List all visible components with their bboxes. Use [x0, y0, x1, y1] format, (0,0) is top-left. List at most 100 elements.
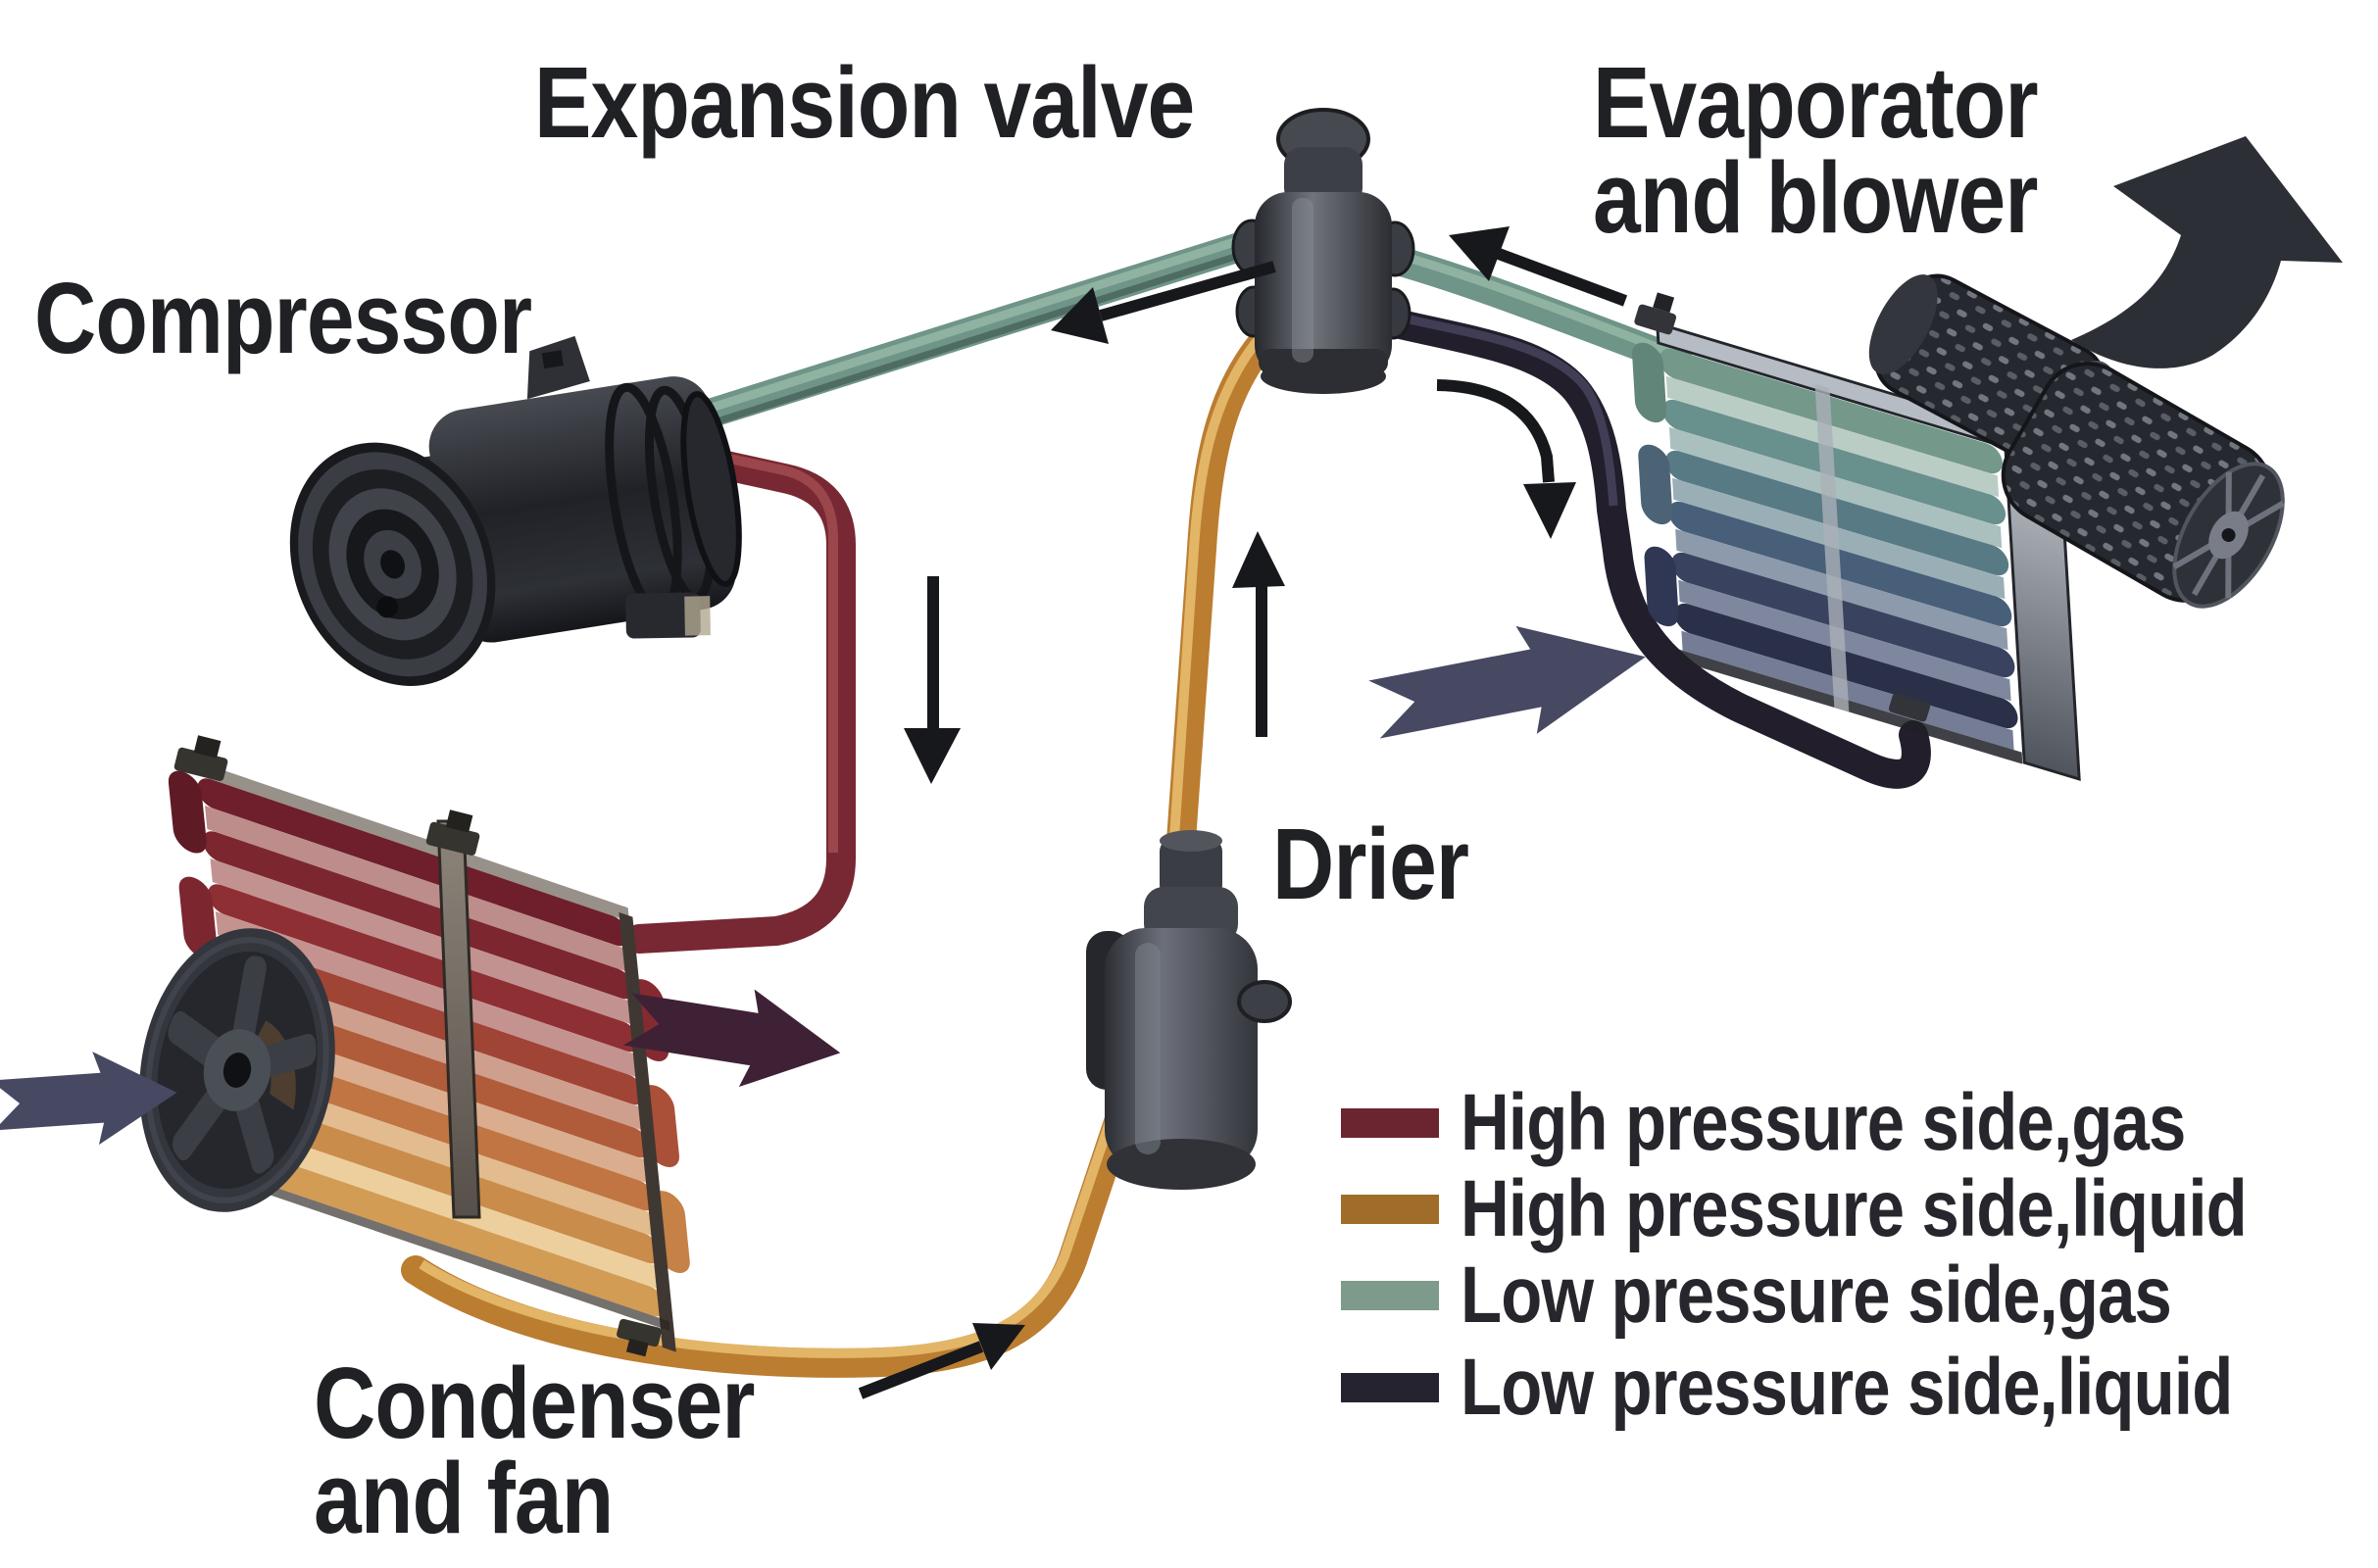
condenser-label-line1: Condenser — [314, 1347, 755, 1459]
evaporator-tube — [1661, 399, 2006, 525]
drier-highlight — [1135, 943, 1161, 1154]
legend-swatch-low-liquid — [1341, 1373, 1439, 1402]
valve-base-flange — [1261, 359, 1386, 394]
flow-arrows — [858, 248, 1628, 1399]
condenser-fan — [139, 928, 335, 1212]
pipe-high-pressure-gas — [624, 442, 856, 954]
arrowhead-icon — [904, 728, 961, 784]
legend-row: Low pressure side,liquid — [1341, 1343, 2378, 1432]
blower-drum-endcap — [1868, 274, 1938, 374]
legend-label: High pressure side,gas — [1461, 1078, 2186, 1167]
air-in-arrow-icon — [0, 1052, 177, 1146]
condenser-ubend — [178, 876, 218, 959]
fan-hub-hole — [223, 1053, 252, 1088]
cool-air-out-arrow-icon — [2071, 136, 2343, 368]
pipe-low-pressure-liquid — [1373, 307, 1931, 789]
legend-row: Low pressure side,gas — [1341, 1250, 2306, 1340]
drier-body — [1105, 928, 1258, 1171]
legend-row: High pressure side,gas — [1341, 1078, 2323, 1167]
drier-bottom — [1107, 1139, 1256, 1190]
condenser-tube — [197, 778, 629, 947]
legend-swatch-high-liquid — [1341, 1195, 1439, 1224]
condenser-tube — [202, 831, 634, 1000]
flow-arrow-curved — [1436, 379, 1555, 483]
evaporator-tube — [1665, 450, 2009, 576]
evaporator-bracket — [1888, 693, 1931, 722]
condenser-fins — [205, 806, 627, 972]
evaporator-label-line1: Evaporator — [1593, 46, 2039, 159]
condenser-fins — [210, 858, 632, 1025]
evaporator-ubend — [1632, 342, 1666, 423]
condenser-label: Condenser and fan — [314, 1347, 755, 1554]
flow-arrowheads — [904, 226, 1576, 1370]
compressor-label: Compressor — [34, 262, 532, 374]
condenser-bracket — [173, 735, 228, 781]
condenser-bracket — [617, 1318, 662, 1357]
flow-arrow-to-compressor — [1099, 261, 1276, 321]
drier-neck — [1160, 838, 1222, 899]
condenser-top-frame — [194, 760, 629, 922]
arrowhead-icon — [1449, 226, 1510, 281]
blower-hub-center — [2221, 528, 2236, 542]
evaporator-ubend — [1638, 444, 1673, 525]
expansion-valve-label: Expansion valve — [534, 46, 1195, 159]
condenser-label-line2: and fan — [314, 1441, 614, 1554]
valve-body — [1255, 192, 1392, 378]
evaporator-tube — [1659, 348, 2003, 474]
arrowhead-icon — [1232, 531, 1285, 588]
condenser-tube — [228, 1096, 661, 1264]
pipe-highlight — [419, 325, 1270, 1358]
pipe-shade — [678, 244, 1264, 437]
compressor-endcap — [680, 391, 742, 587]
condenser-ubend — [168, 770, 207, 854]
drier-port — [1237, 980, 1292, 1023]
evaporator-bottom-edge — [1676, 649, 2023, 764]
legend-label: High pressure side,liquid — [1461, 1164, 2248, 1253]
drier-label: Drier — [1272, 808, 1469, 920]
condenser-fins — [236, 1123, 659, 1290]
fan-rim-highlight — [145, 937, 329, 1203]
arrowhead-icon — [1051, 287, 1109, 344]
condenser-bracket — [425, 809, 480, 856]
pipe-highlight — [1382, 246, 1678, 360]
compressor-foot — [625, 592, 711, 639]
valve-neck — [1284, 147, 1362, 206]
evaporator-ubend — [1644, 546, 1679, 627]
pipe-highlight — [678, 228, 1264, 422]
compressor-unit — [289, 335, 742, 686]
hot-air-out-arrow-icon — [622, 989, 841, 1088]
condenser-fins — [231, 1070, 654, 1237]
condenser-tube — [208, 884, 640, 1053]
legend-swatch-high-gas — [1341, 1108, 1439, 1138]
legend-swatch-low-gas — [1341, 1281, 1439, 1310]
valve-highlight — [1292, 198, 1313, 363]
evaporator-label-line2: and blower — [1593, 140, 2038, 254]
condenser-bottom-edge — [235, 1174, 670, 1332]
blower-assembly — [1868, 273, 2285, 609]
blower-drum — [2001, 362, 2285, 609]
pipe-evap-to-compressor-left — [664, 224, 1279, 438]
legend-label: Low pressure side,liquid — [1461, 1343, 2233, 1432]
pipe-highlight — [1386, 310, 1618, 507]
legend-label: Low pressure side,gas — [1461, 1250, 2172, 1340]
condenser-fins — [215, 911, 638, 1078]
compressor-bracket — [526, 335, 590, 400]
condenser-right-edge — [619, 911, 676, 1352]
evaporator-tube — [1668, 501, 2012, 627]
flow-arrow-to-drier — [858, 1341, 984, 1399]
pipe-highlight — [686, 445, 838, 853]
evaporator-coil — [1632, 292, 2081, 781]
condenser-tube — [234, 1149, 667, 1317]
arrowhead-icon — [1523, 482, 1576, 539]
drier-unit — [1086, 830, 1292, 1190]
evaporator-label: Evaporator and blower — [1593, 46, 2039, 254]
condenser-coil — [168, 735, 690, 1357]
evaporator-support-bar — [1814, 384, 1850, 712]
arrowhead-icon — [972, 1323, 1025, 1370]
drier-neck-top — [1160, 830, 1222, 852]
pipe-valve-to-evaporator — [1373, 307, 1931, 789]
flow-arrow-to-valve — [1496, 248, 1628, 307]
condenser-tube — [213, 937, 645, 1105]
